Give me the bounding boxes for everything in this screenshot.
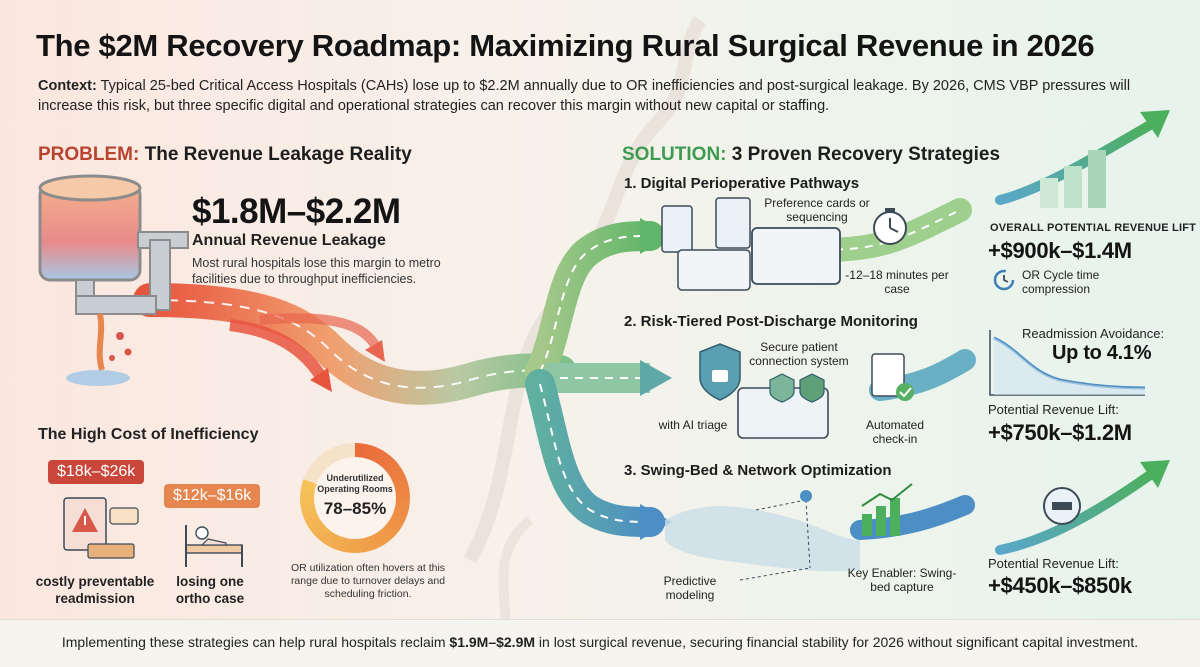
donut-label: Underutilized Operating Rooms [317,473,393,494]
problem-heading-rest: The Revenue Leakage Reality [144,144,412,165]
solution-heading: SOLUTION: 3 Proven Recovery Strategies [622,144,1000,166]
strategy-3-note-modeling: Predictive modeling [663,574,717,602]
donut-value: 78–85% [323,499,387,518]
solution-heading-rest: 3 Proven Recovery Strategies [731,144,1001,165]
leakage-amount: $1.8M–$2.2M [192,192,401,231]
strategy-3-title: 3. Swing-Bed & Network Optimization [624,462,892,479]
donut-center [314,457,396,539]
readmission-avoidance-value: Up to 4.1% [1052,342,1152,364]
problem-heading: PROBLEM: The Revenue Leakage Reality [38,144,412,166]
problem-heading-key: PROBLEM: [38,144,140,165]
strategy-3-lift-value: +$450k–$850k [988,573,1132,598]
overall-lift-sub: OR Cycle time compression [1022,268,1100,296]
readmission-caption: costly preventable readmission [35,574,155,606]
footer-bar [0,619,1200,667]
footer-text-before: Implementing these strategies can help r… [61,634,450,650]
cost-heading: The High Cost of Inefficiency [38,426,259,443]
strategy-2-note-checkin: Automated check-in [865,418,925,446]
context-paragraph: Context: Typical 25-bed Critical Access … [38,76,1168,116]
strategy-2-lift-label: Potential Revenue Lift: [988,402,1119,417]
strategy-2-title: 2. Risk-Tiered Post-Discharge Monitoring [624,313,918,330]
ortho-cost-tag: $12k–$16k [164,484,261,508]
overall-lift-value: +$900k–$1.4M [988,238,1132,263]
ortho-caption: losing one ortho case [175,574,245,606]
donut-note: OR utilization often hovers at this rang… [290,562,446,600]
strategy-2-note-connection: Secure patient connection system [749,340,849,368]
overall-lift-label: OVERALL POTENTIAL REVENUE LIFT [990,222,1197,234]
hospital-bed-icon [185,525,243,567]
readmission-avoidance-label: Readmission Avoidance: [1022,326,1165,341]
leakage-description: Most rural hospitals lose this margin to… [192,256,441,286]
strategy-2-lift-value: +$750k–$1.2M [988,420,1132,445]
context-label: Context: [38,78,97,94]
strategy-1-note-preference-cards: Preference cards or sequencing [764,196,870,224]
context-text: Typical 25-bed Critical Access Hospitals… [38,78,1131,114]
footer-highlight: $1.9M–$2.9M [449,634,536,650]
leakage-label: Annual Revenue Leakage [192,232,386,249]
footer-text-after: in lost surgical revenue, securing finan… [535,634,1139,650]
strategy-2-note-triage: with AI triage [658,418,728,432]
strategy-1-note-minutes: -12–18 minutes per case [845,268,949,296]
strategy-1-title: 1. Digital Perioperative Pathways [624,175,860,192]
strategy-3-note-enabler: Key Enabler: Swing-bed capture [847,566,957,594]
readmission-icon [63,497,139,559]
readmission-cost-tag: $18k–$26k [48,460,145,484]
cycle-time-icon [993,269,1015,291]
footer-summary: Implementing these strategies can help r… [0,634,1200,650]
page-title: The $2M Recovery Roadmap: Maximizing Rur… [36,28,1095,63]
solution-heading-key: SOLUTION: [622,144,727,165]
strategy-3-lift-label: Potential Revenue Lift: [988,556,1119,571]
